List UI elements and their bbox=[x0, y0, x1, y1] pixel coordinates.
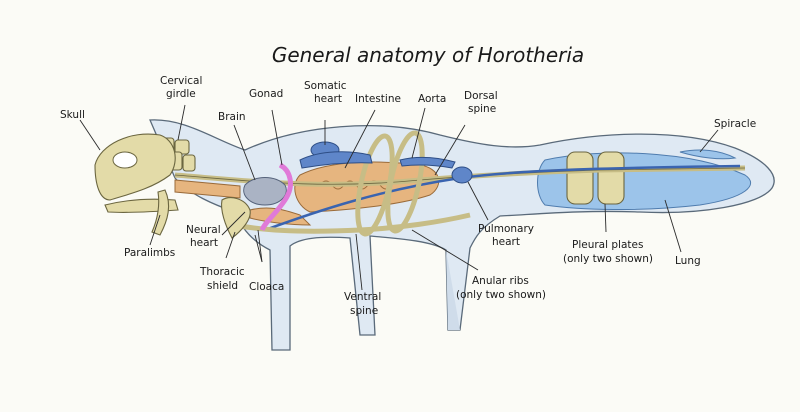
label-lung: Lung bbox=[675, 255, 701, 267]
pleural-plate-1 bbox=[567, 152, 593, 204]
label-pleural-plates-line1: Pleural plates bbox=[572, 239, 643, 251]
label-gonad: Gonad bbox=[249, 88, 283, 100]
body-outline bbox=[150, 120, 774, 350]
label-brain: Brain bbox=[218, 111, 246, 123]
label-ventral-spine-line2: spine bbox=[350, 305, 378, 317]
label-dorsal-spine: Dorsal spine bbox=[464, 90, 501, 115]
label-neural-heart-line2: heart bbox=[190, 237, 218, 249]
label-spiracle: Spiracle bbox=[714, 118, 756, 130]
label-paralimbs: Paralimbs bbox=[124, 247, 175, 259]
label-neural-heart-line1: Neural bbox=[186, 224, 221, 236]
label-pulmonary-heart-line2: heart bbox=[492, 236, 520, 248]
label-skull: Skull bbox=[60, 109, 85, 121]
diagram-title: General anatomy of Horotheria bbox=[272, 43, 584, 67]
label-anular-ribs-line2: (only two shown) bbox=[456, 289, 546, 301]
label-somatic-heart-line2: heart bbox=[314, 93, 342, 105]
pulmonary-heart-shape bbox=[452, 167, 472, 183]
brain-shape bbox=[244, 178, 287, 206]
label-aorta: Aorta bbox=[418, 93, 446, 105]
label-ventral-spine-line1: Ventral bbox=[344, 291, 381, 303]
label-anular-ribs-line1: Anular ribs bbox=[472, 275, 529, 287]
label-pulmonary-heart-line1: Pulmonary bbox=[478, 223, 534, 235]
label-dorsal-spine-line1: Dorsal bbox=[464, 90, 498, 102]
label-pleural-plates-line2: (only two shown) bbox=[563, 253, 653, 265]
label-anular-ribs: Anular ribs (only two shown) bbox=[456, 275, 546, 301]
label-neural-heart: Neural heart bbox=[186, 224, 224, 249]
label-cloaca: Cloaca bbox=[249, 281, 284, 293]
label-thoracic-shield-line1: Thoracic bbox=[199, 266, 245, 278]
label-somatic-heart: Somatic heart bbox=[304, 80, 350, 105]
label-thoracic-shield-line2: shield bbox=[207, 280, 238, 292]
label-thoracic-shield: Thoracic shield bbox=[199, 266, 248, 292]
label-dorsal-spine-line2: spine bbox=[468, 103, 496, 115]
pleural-plate-2 bbox=[598, 152, 624, 204]
label-cervical-girdle-line1: Cervical bbox=[160, 75, 202, 87]
label-somatic-heart-line1: Somatic bbox=[304, 80, 347, 92]
label-intestine: Intestine bbox=[355, 93, 401, 105]
label-pleural-plates: Pleural plates (only two shown) bbox=[563, 239, 653, 265]
label-cervical-girdle-line2: girdle bbox=[166, 88, 196, 100]
label-cervical-girdle: Cervical girdle bbox=[160, 75, 206, 100]
label-pulmonary-heart: Pulmonary heart bbox=[478, 223, 537, 248]
paralimbs-shape bbox=[152, 190, 169, 235]
